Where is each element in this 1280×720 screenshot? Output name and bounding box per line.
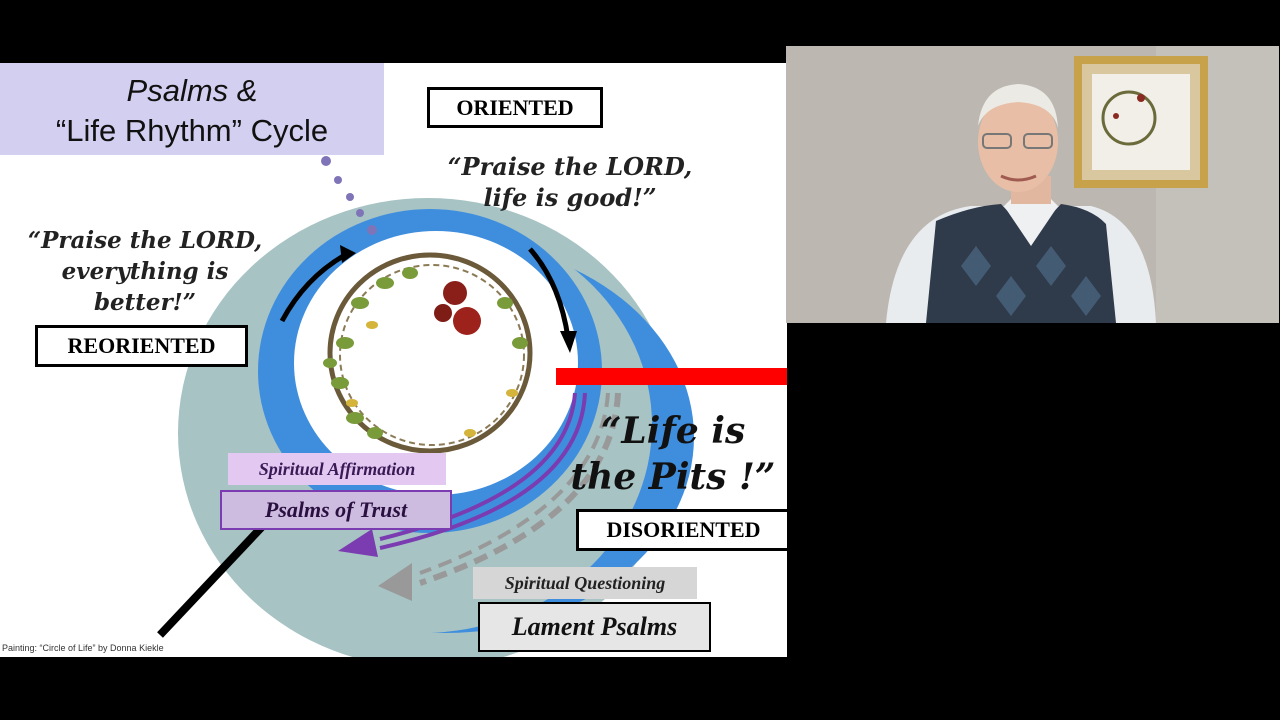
- reoriented-label: REORIENTED: [35, 325, 248, 367]
- purple-arrow: [379, 392, 587, 550]
- quote-disoriented-line-2: the Pits !”: [570, 456, 776, 498]
- spiritual-questioning-tag: Spiritual Questioning: [473, 567, 697, 599]
- quote-reoriented: “Praise the LORD, everything is better!”: [20, 225, 270, 318]
- quote-oriented-line-2: life is good!”: [483, 183, 657, 212]
- arrow-top-right: [528, 247, 571, 339]
- wreath-painting: [323, 252, 533, 454]
- dotted-path: [321, 156, 377, 235]
- arrow-left-up: [279, 252, 347, 323]
- quote-reoriented-line-1: “Praise the LORD,: [27, 227, 263, 254]
- presentation-slide: Psalms & “Life Rhythm” Cycle ORIENTED RE…: [0, 63, 787, 657]
- quote-disoriented-line-1: “Life is: [600, 410, 746, 452]
- psalms-of-trust-label: Psalms of Trust: [220, 490, 452, 530]
- presenter-video: [786, 46, 1279, 323]
- title-line-1: Psalms &: [126, 73, 258, 108]
- presenter-webcam: [786, 46, 1279, 323]
- presenter: [886, 84, 1156, 323]
- quote-disoriented: “Life is the Pits !”: [560, 408, 786, 500]
- oriented-label: ORIENTED: [427, 87, 603, 128]
- red-bar: [556, 368, 787, 385]
- lament-psalms-label: Lament Psalms: [478, 602, 711, 652]
- quote-oriented-line-1: “Praise the LORD,: [447, 152, 693, 181]
- title-line-2: “Life Rhythm” Cycle: [55, 113, 329, 148]
- painting-credit: Painting: “Circle of Life” by Donna Kiek…: [2, 643, 164, 653]
- quote-oriented: “Praise the LORD, life is good!”: [440, 151, 700, 213]
- spiritual-affirmation-tag: Spiritual Affirmation: [228, 453, 446, 485]
- disoriented-label: DISORIENTED: [576, 509, 787, 551]
- dashed-grey-path: [419, 392, 621, 586]
- grey-arrowhead: [378, 563, 412, 601]
- quote-reoriented-line-3: better!”: [93, 289, 197, 316]
- slide-title: Psalms & “Life Rhythm” Cycle: [0, 63, 384, 155]
- quote-reoriented-line-2: everything is: [61, 258, 229, 285]
- framed-picture-icon: [1074, 56, 1208, 188]
